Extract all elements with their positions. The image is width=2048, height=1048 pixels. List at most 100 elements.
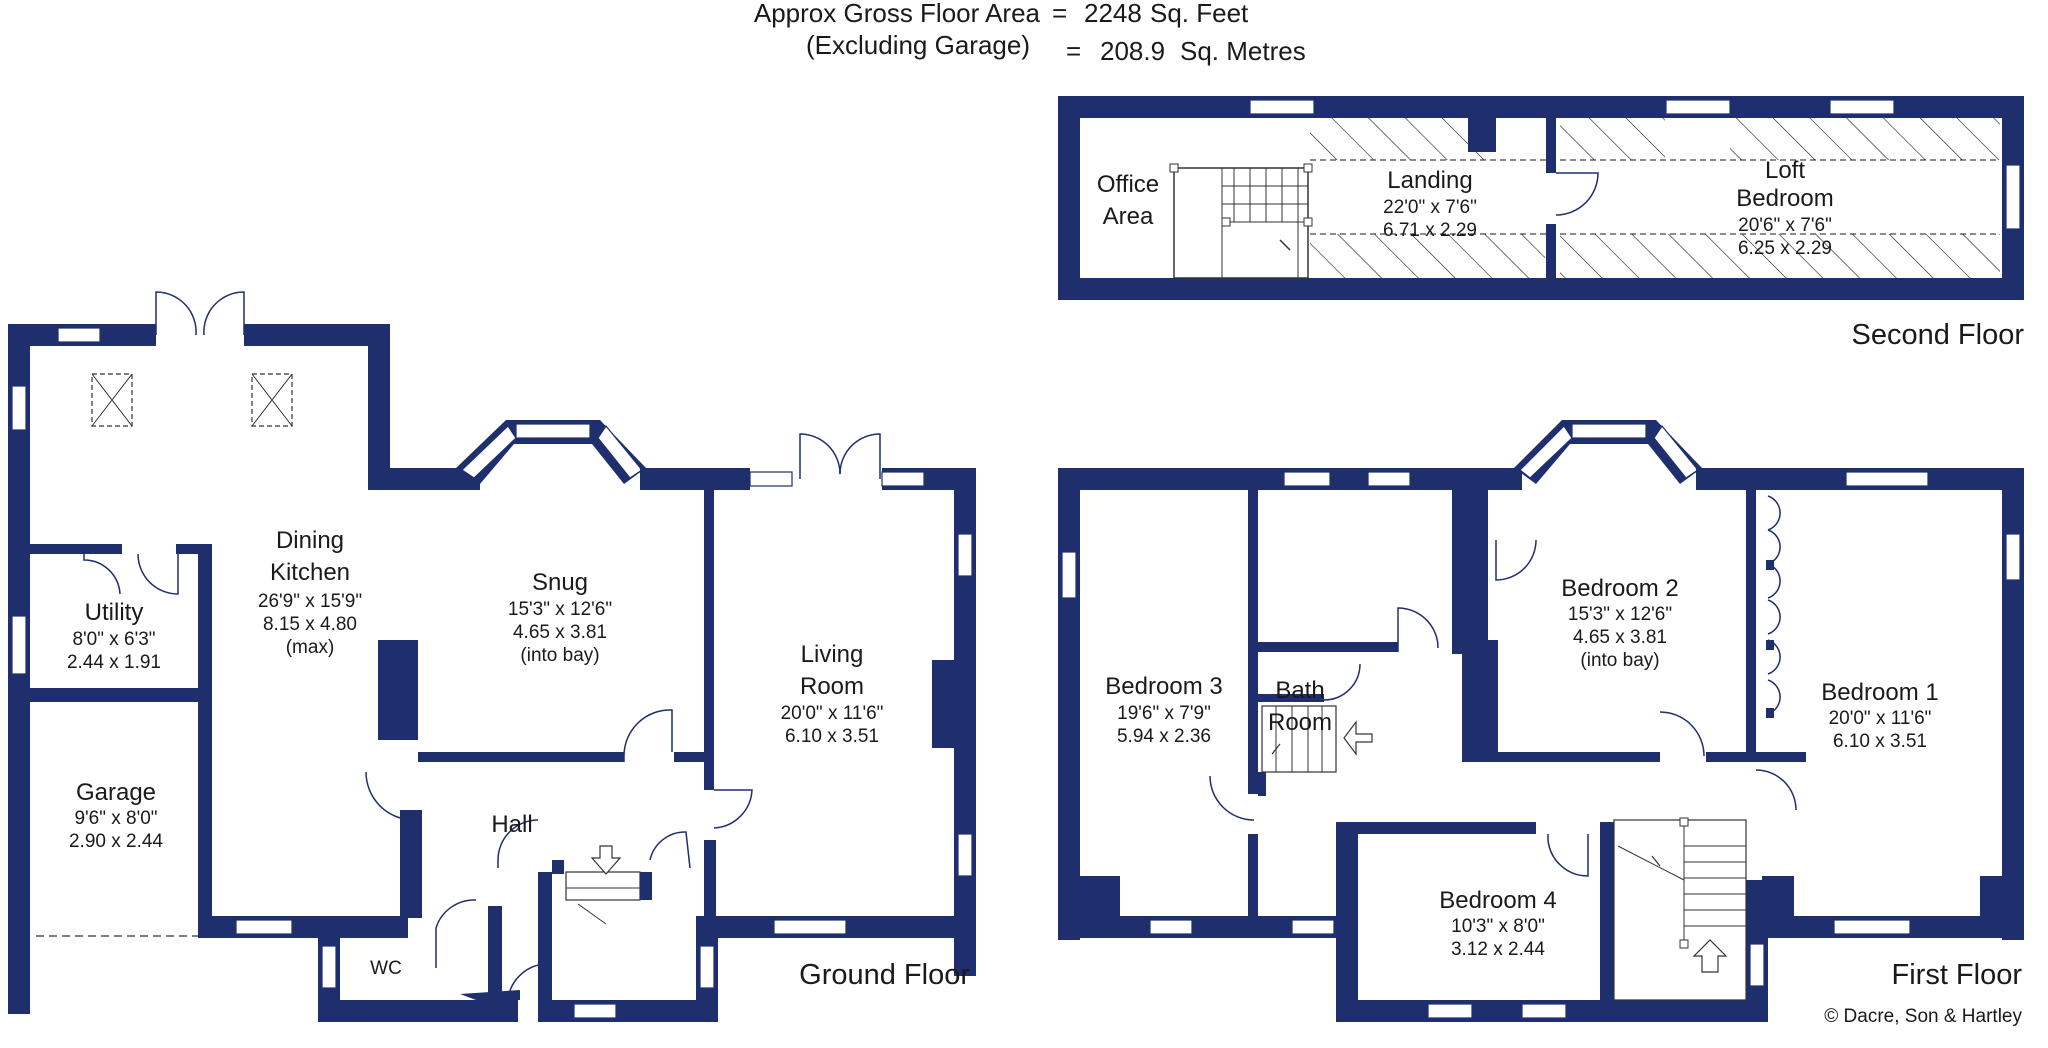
door-swing [1209, 775, 1255, 821]
room-dim-bedroom2-metric: 4.65 x 3.81 [1573, 627, 1667, 648]
wall [198, 544, 212, 924]
door-swing [1397, 607, 1439, 652]
door-swing [713, 789, 753, 829]
window [235, 919, 293, 935]
room-dim-bedroom3-imperial: 19'6" x 7'9" [1117, 703, 1211, 724]
wall [1498, 752, 1660, 762]
second-floor-plan: Office Area Landing 22'0" x 7'6" 6.71 x … [1058, 96, 2024, 351]
wall [1756, 752, 1806, 762]
wall [418, 752, 624, 762]
room-dim-dining-note: (max) [286, 637, 335, 658]
window [1571, 423, 1647, 439]
area-line1-eq: = [1052, 0, 1067, 28]
window [881, 471, 925, 487]
wall [1462, 490, 1488, 640]
floor-area-header: Approx Gross Floor Area = 2248 Sq. Feet … [754, 0, 1306, 66]
wall [1080, 876, 1120, 916]
room-name-living: Living [801, 641, 864, 668]
staircase [1613, 817, 1747, 1001]
window [1061, 551, 1077, 599]
area-line1-label: Approx Gross Floor Area [754, 0, 1041, 28]
room-dim-living-imperial: 20'0" x 11'6" [781, 703, 884, 724]
wall [1452, 490, 1462, 654]
floor-label-second: Second Floor [1852, 319, 2025, 351]
ground-floor-plan: Dining Kitchen 26'9" x 15'9" 8.15 x 4.80… [8, 291, 976, 1022]
stair-arrow-icon [1692, 939, 1728, 973]
area-line2-eq: = [1066, 36, 1081, 66]
wall [30, 688, 198, 702]
room-name-hall: Hall [491, 811, 532, 838]
room-name-office-2: Area [1103, 203, 1154, 230]
staircase [1169, 163, 1313, 279]
room-name-bedroom1: Bedroom 1 [1821, 679, 1938, 706]
stair-arrow-icon [590, 845, 622, 875]
window [1519, 425, 1573, 479]
wall [640, 872, 652, 900]
wall [1248, 490, 1258, 794]
room-name-bedroom3: Bedroom 3 [1105, 673, 1222, 700]
wall [1462, 640, 1498, 762]
room-name-loft: Loft [1765, 157, 1805, 184]
wall [1706, 752, 1756, 762]
wall [1336, 822, 1536, 834]
door-swing [623, 709, 673, 762]
window [1149, 919, 1193, 935]
door-swing [1323, 663, 1361, 701]
door-swing [365, 771, 415, 821]
window [1833, 919, 1911, 935]
room-name-bedroom2: Bedroom 2 [1561, 575, 1678, 602]
area-line2-value: 208.9 [1100, 36, 1165, 66]
eaves-hatch [1310, 234, 1545, 278]
wall [1258, 642, 1398, 652]
wall [1058, 96, 1080, 300]
area-line2-label: (Excluding Garage) [806, 30, 1030, 60]
door-swing [203, 291, 245, 336]
room-dim-snug-note: (into bay) [520, 645, 599, 666]
wall [1766, 560, 1774, 570]
staircase [565, 845, 641, 925]
window [2005, 533, 2021, 581]
wall [488, 906, 502, 1010]
chimney [1468, 118, 1496, 152]
area-line1-unit: Sq. Feet [1150, 0, 1249, 28]
wall [1746, 490, 1756, 762]
room-dim-bedroom3-metric: 5.94 x 2.36 [1117, 726, 1211, 747]
wall [368, 468, 480, 490]
window [11, 615, 27, 675]
room-dim-snug-metric: 4.65 x 3.81 [513, 622, 607, 643]
room-name-dining-2: Kitchen [270, 559, 350, 586]
door-swing [1547, 834, 1589, 877]
door-swing [839, 433, 881, 479]
wardrobe-doors [1767, 495, 1781, 715]
window [1291, 919, 1335, 935]
window [573, 1003, 617, 1019]
wall [1980, 876, 2002, 916]
window [57, 327, 101, 343]
wall [1766, 708, 1774, 718]
window [321, 945, 337, 989]
door-swing [1495, 539, 1537, 581]
door-swing [435, 899, 477, 968]
copyright: © Dacre, Son & Hartley [1824, 1006, 2022, 1027]
window [1665, 99, 1731, 115]
wall [2002, 468, 2024, 940]
window [1249, 99, 1315, 115]
room-name-landing: Landing [1387, 167, 1472, 194]
window [11, 385, 27, 431]
wall [400, 810, 422, 918]
room-name-utility: Utility [85, 599, 144, 626]
door-swing [1755, 769, 1797, 811]
door-swing [497, 819, 539, 868]
room-name-wc: WC [370, 958, 402, 979]
room-dim-loft-metric: 6.25 x 2.29 [1738, 238, 1832, 259]
room-dim-landing-imperial: 22'0" x 7'6" [1383, 197, 1477, 218]
room-dim-garage-metric: 2.90 x 2.44 [69, 831, 163, 852]
room-name-snug: Snug [532, 569, 588, 596]
door-swing [1555, 172, 1599, 216]
eaves-hatch [1310, 118, 1496, 160]
door-swing [649, 831, 691, 869]
eaves-hatch [1560, 118, 1665, 160]
room-dim-snug-imperial: 15'3" x 12'6" [508, 599, 612, 620]
door-swing [83, 554, 121, 595]
